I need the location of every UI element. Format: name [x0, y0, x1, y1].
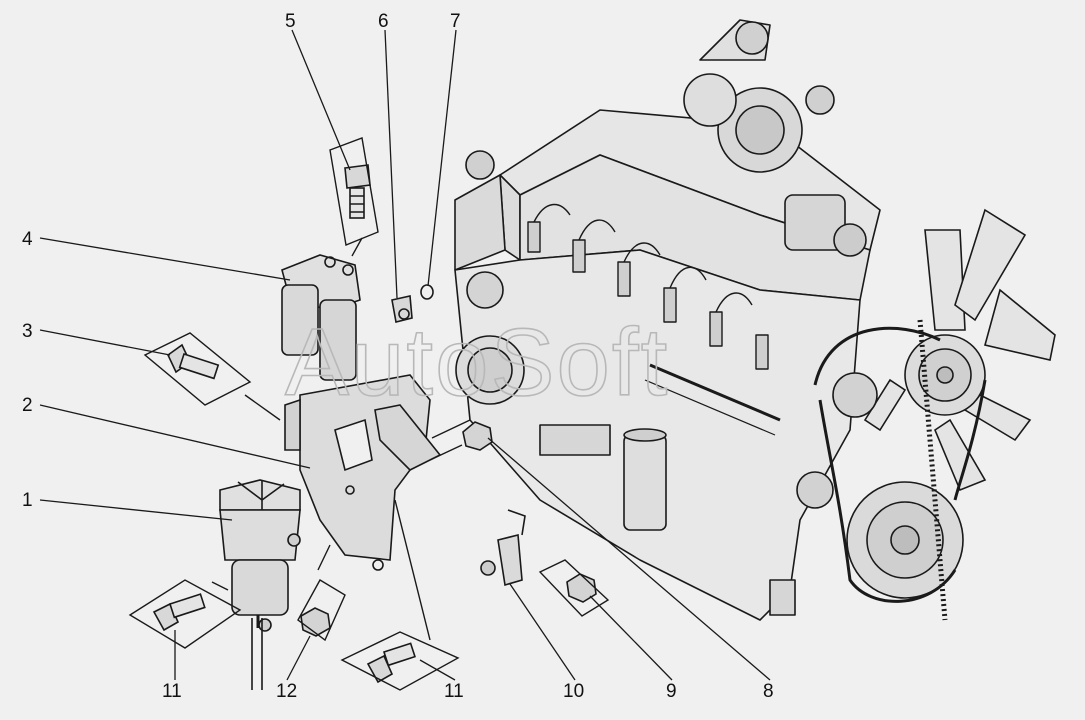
callout-label: 9 [666, 681, 677, 702]
callout-label: 6 [378, 11, 389, 32]
fuel-filter-secondary [281, 254, 361, 381]
callout-label: 11 [162, 681, 182, 702]
callout-labels: 1 2 3 4 5 6 7 8 9 10 11 12 11 [22, 11, 774, 702]
fuel-filter-primary [219, 479, 301, 690]
callout-label: 1 [22, 490, 33, 511]
fan-and-pulleys [796, 208, 1056, 621]
callout-label: 2 [22, 395, 33, 416]
callout-label: 11 [444, 681, 464, 702]
callout-label: 12 [276, 681, 297, 702]
callout-label: 8 [763, 681, 774, 702]
engine-assembly [454, 19, 881, 621]
exploded-view-frames [128, 137, 610, 691]
fasteners-and-fittings [152, 164, 597, 684]
watermark-text: AutoSoft [285, 309, 669, 416]
leader-lines [39, 29, 771, 681]
callout-label: 7 [450, 11, 461, 32]
callout-label: 10 [563, 681, 584, 702]
callout-label: 5 [285, 11, 296, 32]
callout-label: 4 [22, 229, 33, 250]
callout-label: 3 [22, 321, 33, 342]
mounting-bracket [284, 374, 442, 571]
